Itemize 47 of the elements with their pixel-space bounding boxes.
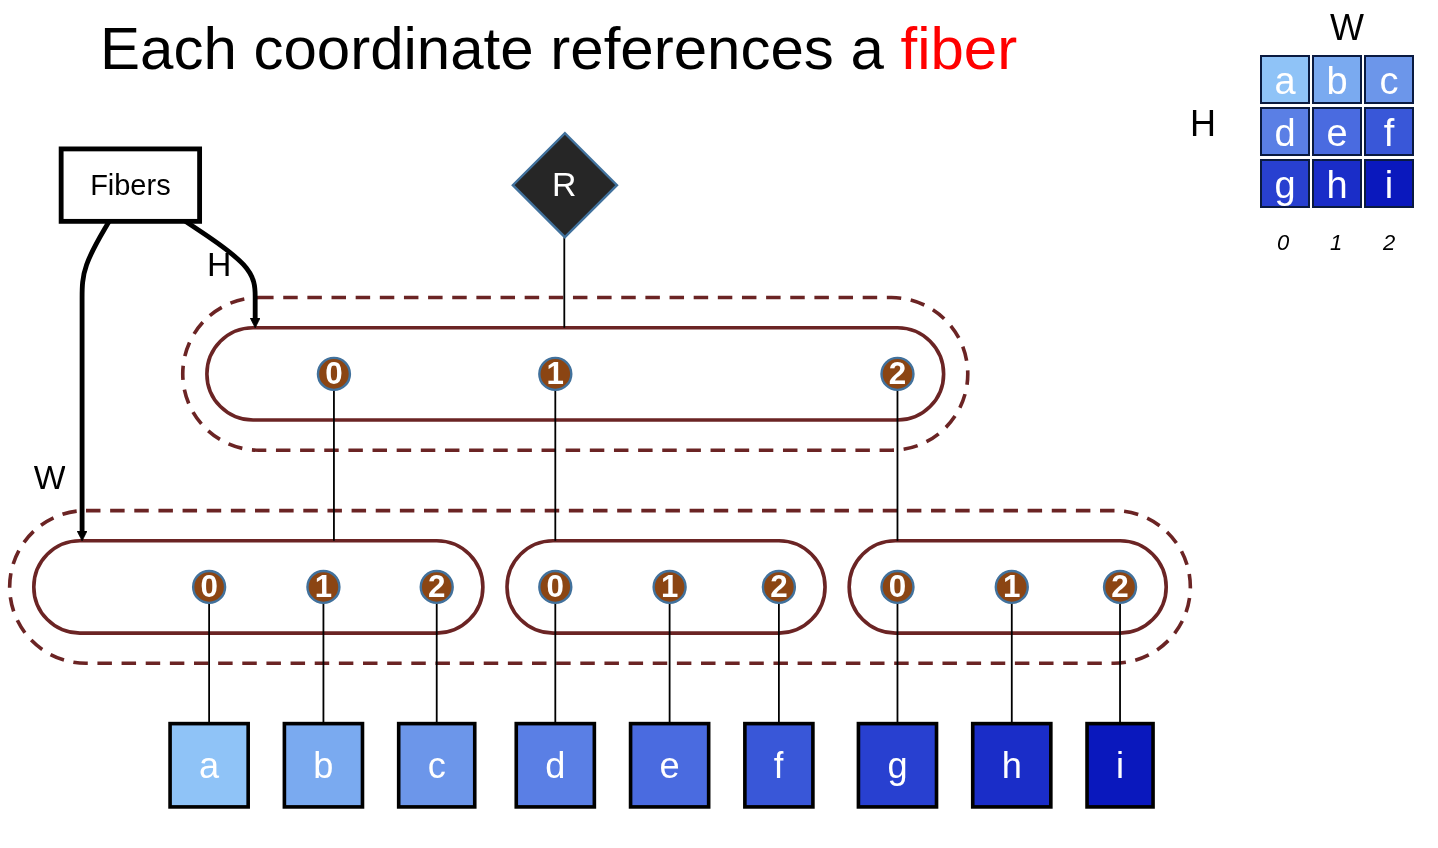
title: Each coordinate references a fiber bbox=[100, 14, 1018, 83]
column-index: 2 bbox=[1383, 230, 1396, 256]
node-circle: 0 bbox=[538, 569, 573, 605]
node-box: b bbox=[282, 721, 365, 809]
cluster bbox=[205, 325, 946, 422]
node-diamond: R bbox=[511, 131, 619, 239]
column-index: 1 bbox=[1330, 230, 1343, 256]
matrix-cell: d bbox=[1260, 107, 1310, 156]
node-circle: 2 bbox=[880, 356, 915, 392]
cluster bbox=[7, 508, 1193, 666]
node-circle: 1 bbox=[538, 356, 573, 392]
node-circle: 2 bbox=[1102, 569, 1138, 605]
node-circle: 0 bbox=[316, 356, 352, 392]
matrix-cell: f bbox=[1364, 107, 1414, 156]
node-label: W bbox=[33, 458, 66, 497]
node-box: Fibers bbox=[58, 146, 202, 224]
column-index: 0 bbox=[1277, 230, 1290, 256]
matrix-cell: b bbox=[1312, 55, 1362, 104]
cluster bbox=[505, 538, 827, 635]
node-circle: 2 bbox=[761, 569, 797, 605]
cluster bbox=[180, 295, 970, 453]
cluster bbox=[32, 538, 485, 635]
node-circle: 0 bbox=[880, 569, 915, 605]
node-label: H bbox=[206, 245, 232, 284]
cluster bbox=[847, 538, 1168, 635]
node-circle: 1 bbox=[652, 569, 687, 605]
node-circle: 1 bbox=[994, 569, 1029, 605]
node-box: d bbox=[514, 721, 597, 809]
axis-label: H bbox=[1190, 103, 1216, 145]
node-box: h bbox=[970, 721, 1053, 809]
matrix-cell: i bbox=[1364, 159, 1414, 208]
matrix-cell: g bbox=[1260, 159, 1310, 208]
node-box: e bbox=[628, 721, 711, 809]
matrix-cell: a bbox=[1260, 55, 1310, 104]
node-box: a bbox=[168, 721, 250, 809]
connector bbox=[563, 236, 566, 329]
matrix-cell: h bbox=[1312, 159, 1362, 208]
node-circle: 1 bbox=[306, 569, 341, 605]
matrix-cell: e bbox=[1312, 107, 1362, 156]
node-circle: 0 bbox=[191, 569, 227, 605]
node-box: g bbox=[856, 721, 939, 809]
node-box: f bbox=[743, 721, 815, 809]
node-circle: 2 bbox=[419, 569, 454, 605]
matrix-cell: c bbox=[1364, 55, 1414, 104]
axis-label: W bbox=[1330, 7, 1364, 49]
node-box: i bbox=[1085, 721, 1155, 809]
node-box: c bbox=[396, 721, 477, 809]
